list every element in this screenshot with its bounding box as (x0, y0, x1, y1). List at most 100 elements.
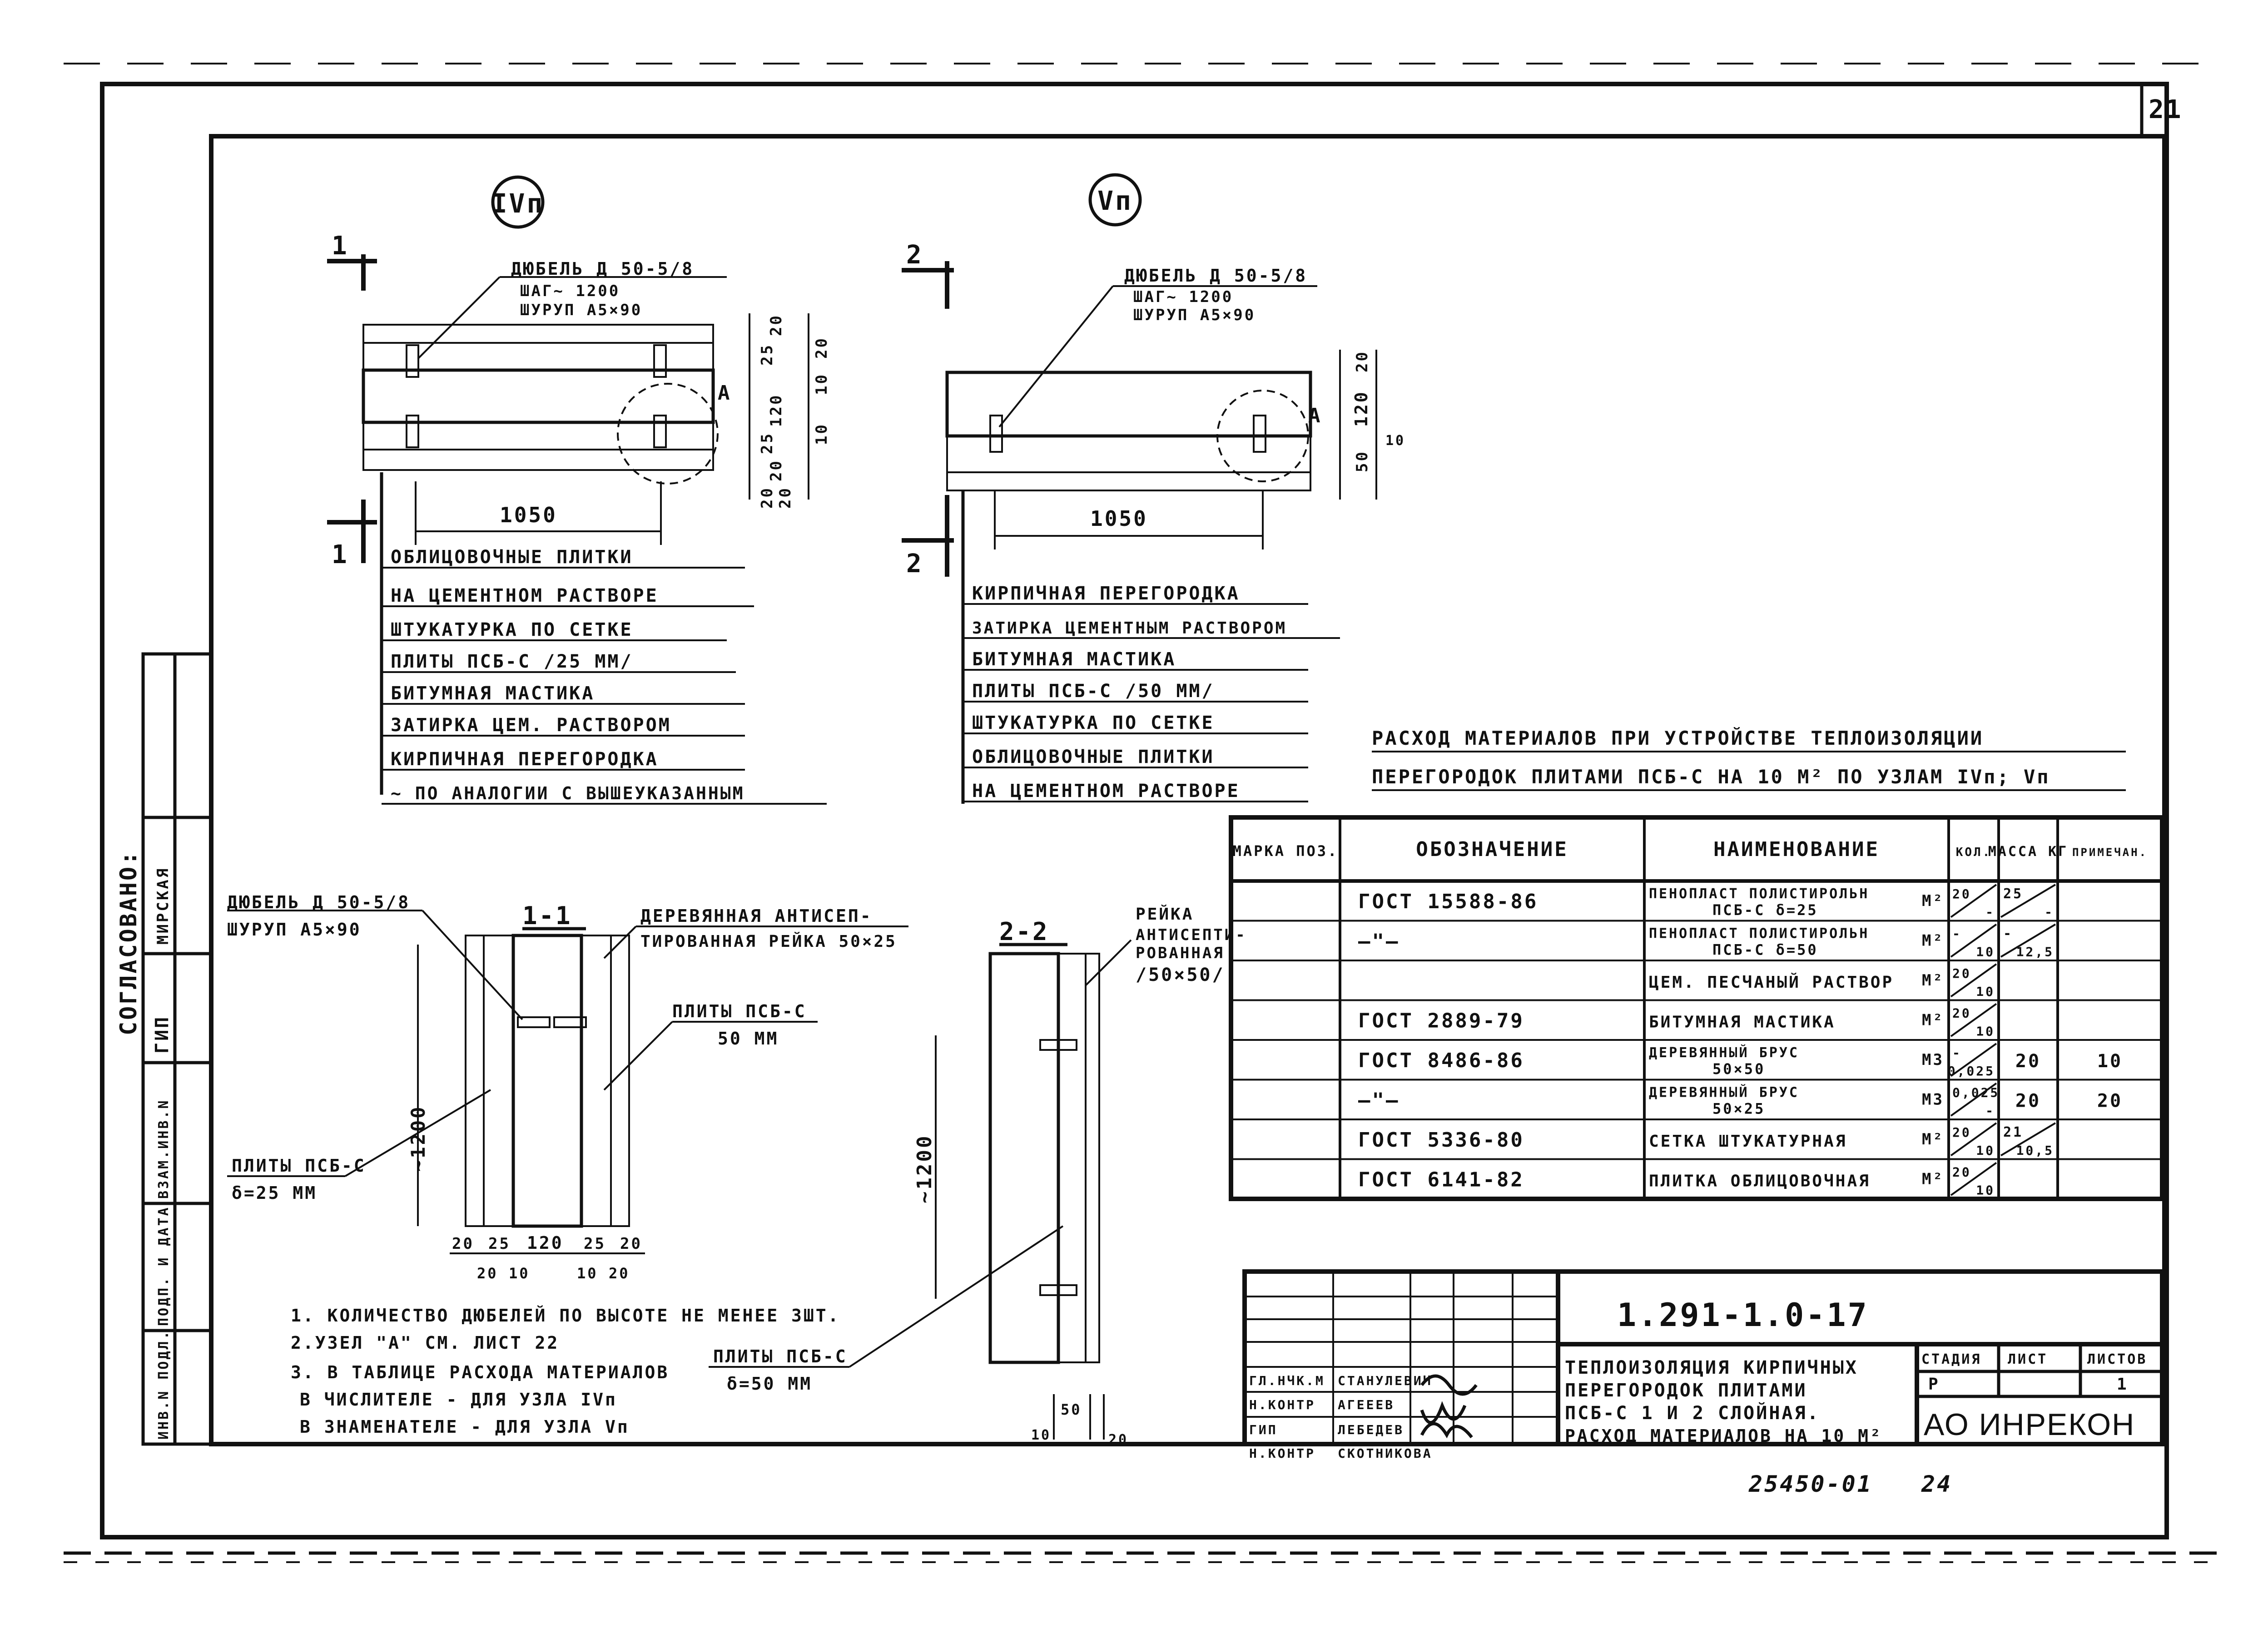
archive-number: 25450-01 (1748, 1471, 1873, 1497)
node-4-insulation-top (362, 342, 714, 371)
table-cell-name: ДЕРЕВЯННЫЙ БРУС (1649, 1044, 1799, 1061)
drawing-code: 1.291-1.0-17 (1617, 1297, 1869, 1334)
node-4-dowel (406, 344, 419, 378)
sheet-frame (64, 63, 2217, 1563)
node-4-layer: БИТУМНАЯ МАСТИКА (391, 683, 595, 704)
side-stamp-agreed: СОГЛАСОВАНО: (115, 850, 142, 1035)
table-header: КОЛ. (1956, 846, 1992, 859)
note-line: В ЗНАМЕНАТЕЛЕ - ДЛЯ УЗЛА Vп (300, 1417, 630, 1437)
table-cell-name: ЦЕМ. ПЕСЧАНЫЙ РАСТВОР (1649, 973, 1894, 992)
node-5-marker: Vп (1097, 185, 1133, 216)
section-1-batten-line-2: ТИРОВАННАЯ РЕЙКА 50×25 (640, 932, 897, 951)
node-5-callout-circle (1216, 390, 1309, 482)
section-1-height: ~1200 (407, 1105, 429, 1172)
note-line: 3. В ТАБЛИЦЕ РАСХОДА МАТЕРИАЛОВ (291, 1362, 669, 1382)
table-cell-name: ДЕРЕВЯННЫЙ БРУС (1649, 1084, 1799, 1101)
table-cell-name: ПЕНОПЛАСТ ПОЛИСТИРОЛЬН (1649, 926, 1869, 942)
signer-role: Н.КОНТР (1249, 1397, 1315, 1412)
signature-mark (1420, 1374, 1478, 1396)
stage-header: СТАДИЯ (1921, 1351, 1981, 1367)
node-4-dowel (406, 415, 419, 448)
table-cell-qty-denominator: 10 (1976, 945, 1995, 960)
section-2-plates-label: ПЛИТЫ ПСБ-С (713, 1346, 848, 1366)
node-4-dim-right: 10 (813, 423, 831, 445)
node-5-callout-label: А (1308, 404, 1322, 427)
node-4-dim-right: 25 (758, 432, 776, 454)
table-cell-name: ПСБ-С δ=25 (1712, 901, 1818, 919)
consumption-title-line-1: РАСХОД МАТЕРИАЛОВ ПРИ УСТРОЙСТВЕ ТЕПЛОИЗ… (1372, 727, 1984, 749)
table-cell-unit: М² (1922, 1170, 1944, 1188)
node-4-tile-bottom (362, 449, 714, 471)
node-4-dim-right: 10 (813, 373, 831, 395)
sheets-header: ЛИСТОВ (2087, 1351, 2147, 1367)
section-1-insulation-right (581, 935, 612, 1227)
node-4-dim-right: 20 (767, 459, 785, 481)
table-cell-unit: М3 (1922, 1051, 1944, 1069)
table-cell-designation: —"— (1358, 930, 1400, 953)
section-2-batten-line-2: АНТИСЕПТИ- (1136, 926, 1247, 944)
node-4-dim-span: 1050 (500, 503, 557, 527)
side-stamp: СОГЛАСОВАНО: МИРСКАЯ ГИП ВЗАМ.ИНВ.N ПОДП… (115, 652, 213, 1446)
table-cell-unit: М² (1922, 971, 1944, 990)
node-4-callout-circle (617, 383, 719, 485)
node-5-dim-right: 120 (1351, 390, 1371, 427)
table-cell-qty-numerator: 20 (1952, 966, 1971, 981)
table-cell-qty-denominator: 0,025 (1948, 1064, 1995, 1079)
section-1-dim-bottom: 20 (609, 1265, 630, 1282)
table-cell-name: ПЛИТКА ОБЛИЦОВОЧНАЯ (1649, 1172, 1871, 1191)
signer-name: СКОТНИКОВА (1338, 1446, 1433, 1461)
section-1-plates-25-thickness: δ=25 ММ (232, 1183, 317, 1203)
signer-role: ГИП (1249, 1422, 1278, 1437)
table-cell-note: 20 (2097, 1091, 2123, 1112)
company-name: АО ИНРЕКОН (1924, 1407, 2135, 1442)
node-5-layer: ПЛИТЫ ПСБ-С /50 ММ/ (972, 681, 1215, 702)
node-4-layer: ~ ПО АНАЛОГИИ С ВЫШЕУКАЗАННЫМ (391, 783, 744, 803)
table-cell-qty-denominator: 10 (1976, 1024, 1995, 1039)
section-2-batten-line-4: /50×50/ (1136, 965, 1225, 985)
side-stamp-column-3: ИНВ.N ПОДЛ. (156, 1329, 172, 1440)
table-cell-unit: М3 (1922, 1091, 1944, 1109)
section-1-plates-50-thickness: 50 ММ (718, 1029, 779, 1049)
table-cell-designation: ГОСТ 2889-79 (1358, 1010, 1524, 1033)
table-cell-mass: 20 (2015, 1051, 2041, 1072)
section-1-dowel-screw: ШУРУП А5×90 (227, 920, 362, 940)
table-rule (1950, 923, 1997, 958)
table-rule (1950, 1003, 1997, 1037)
node-5-section-mark-top: 2 (906, 240, 923, 270)
node-5-layer: КИРПИЧНАЯ ПЕРЕГОРОДКА (972, 583, 1240, 604)
node-5-detail: Vп 2 2 А ДЮБЕЛЬ Д 50-5/8 ШАГ~ 1200 ШУРУП… (902, 173, 1404, 804)
table-cell-note: 10 (2097, 1051, 2123, 1072)
table-rule (2000, 1122, 2056, 1157)
node-4-dim-right: 20 (813, 337, 831, 359)
side-stamp-column-2: ПОДП. И ДАТА (156, 1206, 172, 1326)
node-5-dowel (1253, 415, 1266, 453)
node-5-tile (946, 471, 1311, 491)
table-rule (1950, 1122, 1997, 1157)
table-cell-designation: —"— (1358, 1089, 1400, 1112)
table-rule (1950, 963, 1997, 998)
table-rule (2000, 923, 2056, 958)
table-cell-name: ПСБ-С δ=50 (1712, 941, 1818, 959)
node-4-dim-right: 20 (767, 314, 785, 336)
note-line: В ЧИСЛИТЕЛЕ - ДЛЯ УЗЛА IVп (300, 1390, 617, 1410)
section-1-insulation-left (483, 935, 514, 1227)
node-4-tile-top (362, 324, 714, 344)
sheet-header: ЛИСТ (2008, 1351, 2048, 1367)
section-1-tile-right (610, 935, 630, 1227)
section-2-brick-wall (988, 952, 1060, 1364)
node-4-layer-list: ОБЛИЦОВОЧНЫЕ ПЛИТКИ НА ЦЕМЕНТНОМ РАСТВОР… (382, 547, 827, 805)
drawing-title-line: ПСБ-С 1 И 2 СЛОЙНАЯ. (1565, 1402, 1820, 1424)
side-stamp-row-2: ГИП (152, 1015, 173, 1054)
table-cell-designation: ГОСТ 5336-80 (1358, 1128, 1524, 1152)
section-1-dim-bottom: 10 (509, 1265, 530, 1282)
section-2-dowel (1039, 1039, 1077, 1051)
table-rule (1950, 1043, 1997, 1077)
sheets-value: 1 (2117, 1375, 2129, 1394)
section-1-dowel (553, 1016, 587, 1028)
table-cell-qty-denominator: 10 (1976, 1183, 1995, 1198)
table-cell-qty-denominator: 10 (1976, 984, 1995, 999)
note-line: 1. КОЛИЧЕСТВО ДЮБЕЛЕЙ ПО ВЫСОТЕ НЕ МЕНЕЕ… (291, 1306, 840, 1326)
node-5-layer: ОБЛИЦОВОЧНЫЕ ПЛИТКИ (972, 747, 1215, 767)
section-1-dim-top: 25 (584, 1235, 606, 1253)
